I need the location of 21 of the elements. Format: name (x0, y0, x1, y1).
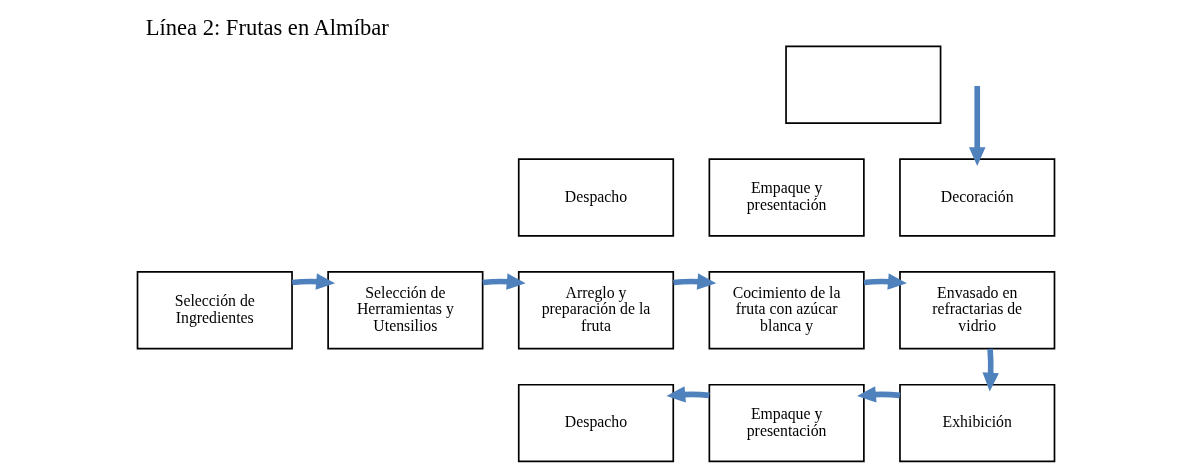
arrow (665, 386, 710, 403)
diagram-title: Línea 2: Frutas en Almíbar (145, 15, 389, 41)
node-box: Cocimiento de la fruta con azúcar blanca y (708, 271, 865, 350)
arrow (291, 273, 335, 290)
arrow (863, 273, 907, 290)
node-box: Envasado en refractarias de vidrio (898, 271, 1055, 350)
node-box: Despacho (517, 158, 674, 237)
node-box: Arreglo y preparación de la fruta (517, 271, 674, 350)
arrow (672, 273, 716, 290)
node-box: Despacho (517, 383, 674, 463)
node-box: Empaque y presentación (708, 383, 865, 463)
node-box: Selección de Ingredientes (136, 271, 293, 350)
arrow (482, 273, 526, 290)
node-box: Empaque y presentación (708, 158, 865, 237)
arrow (982, 348, 999, 392)
node-box: Exhibición (898, 383, 1055, 463)
node-box (784, 45, 941, 124)
node-box: Decoración (898, 158, 1055, 237)
arrow (968, 85, 985, 167)
node-box: Selección de Herramientas y Utensilios (326, 271, 483, 350)
arrow (856, 386, 900, 403)
